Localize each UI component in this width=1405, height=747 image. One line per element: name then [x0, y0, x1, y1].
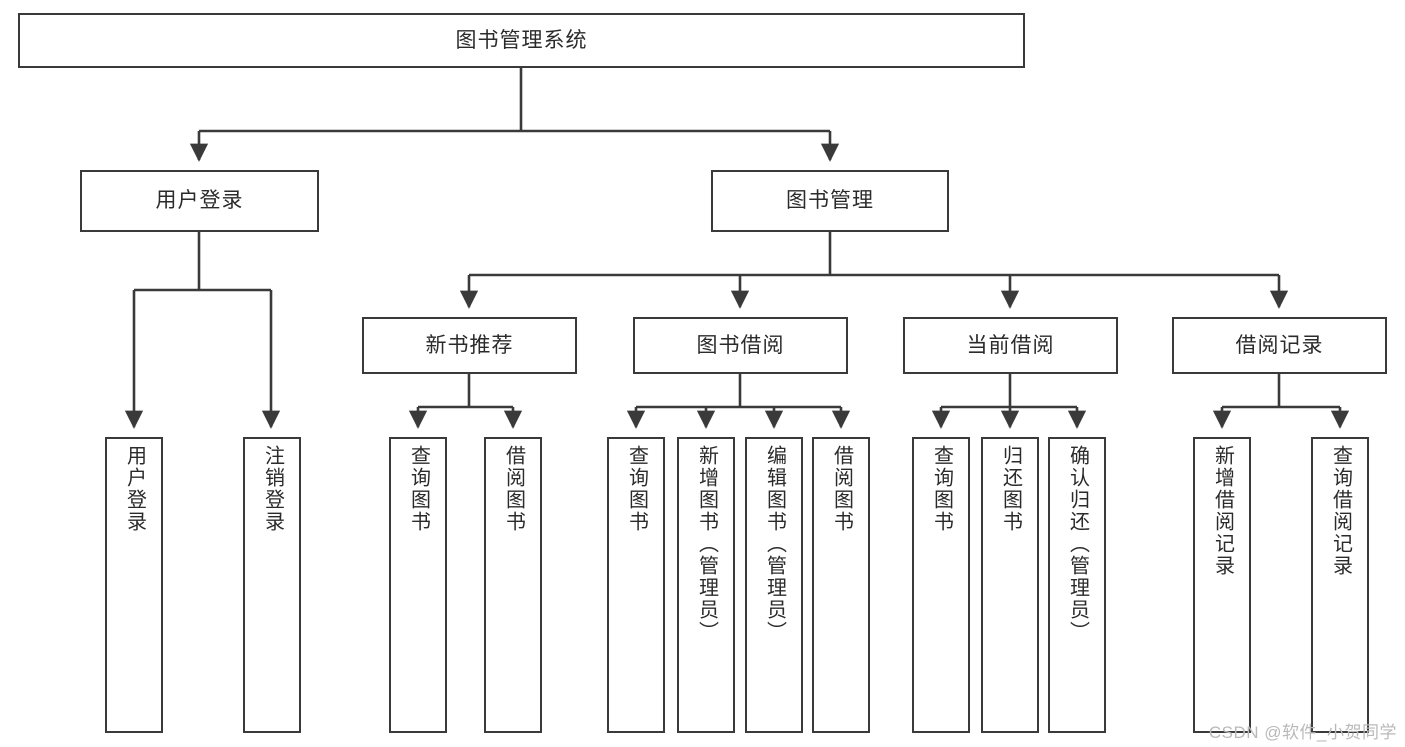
- node-leaf-query-borrow-record[interactable]: 查询借阅记录: [1311, 437, 1369, 733]
- node-leaf-logout-label: 注销登录: [261, 445, 284, 533]
- node-leaf-return-book[interactable]: 归还图书: [981, 437, 1039, 733]
- node-leaf-confirm-return-admin[interactable]: 确认归还（管理员）: [1048, 437, 1106, 733]
- node-leaf-query-book-cb-label: 查询图书: [930, 445, 953, 533]
- node-leaf-borrow-book-nbr[interactable]: 借阅图书: [484, 437, 542, 733]
- node-borrow-record[interactable]: 借阅记录: [1172, 317, 1387, 374]
- node-user-login[interactable]: 用户登录: [80, 170, 319, 232]
- watermark-text: CSDN @软件_小贺同学: [1208, 723, 1397, 742]
- node-leaf-borrow-book-nbr-label: 借阅图书: [502, 445, 525, 533]
- node-book-borrow[interactable]: 图书借阅: [633, 317, 848, 374]
- node-leaf-confirm-return-admin-label: 确认归还（管理员）: [1066, 445, 1089, 643]
- node-leaf-query-borrow-record-label: 查询借阅记录: [1329, 445, 1352, 577]
- node-new-book-recommend[interactable]: 新书推荐: [362, 317, 577, 374]
- node-leaf-add-book-admin[interactable]: 新增图书（管理员）: [677, 437, 735, 733]
- node-current-borrow[interactable]: 当前借阅: [903, 317, 1118, 374]
- node-leaf-add-borrow-record-label: 新增借阅记录: [1211, 445, 1234, 577]
- node-leaf-logout[interactable]: 注销登录: [243, 437, 301, 733]
- node-leaf-add-borrow-record[interactable]: 新增借阅记录: [1193, 437, 1251, 733]
- node-leaf-query-book-bb[interactable]: 查询图书: [607, 437, 665, 733]
- node-leaf-add-book-admin-label: 新增图书（管理员）: [695, 445, 718, 643]
- node-leaf-borrow-book-bb-label: 借阅图书: [830, 445, 853, 533]
- node-leaf-borrow-book-bb[interactable]: 借阅图书: [812, 437, 870, 733]
- node-book-management[interactable]: 图书管理: [711, 170, 949, 232]
- node-leaf-query-book-nbr-label: 查询图书: [407, 445, 430, 533]
- node-leaf-edit-book-admin-label: 编辑图书（管理员）: [763, 445, 786, 643]
- node-leaf-user-login-label: 用户登录: [123, 445, 146, 533]
- node-leaf-edit-book-admin[interactable]: 编辑图书（管理员）: [745, 437, 803, 733]
- node-leaf-return-book-label: 归还图书: [999, 445, 1022, 533]
- node-leaf-query-book-nbr[interactable]: 查询图书: [389, 437, 447, 733]
- node-leaf-user-login[interactable]: 用户登录: [105, 437, 163, 733]
- node-leaf-query-book-bb-label: 查询图书: [625, 445, 648, 533]
- node-leaf-query-book-cb[interactable]: 查询图书: [912, 437, 970, 733]
- node-root-system[interactable]: 图书管理系统: [18, 13, 1025, 68]
